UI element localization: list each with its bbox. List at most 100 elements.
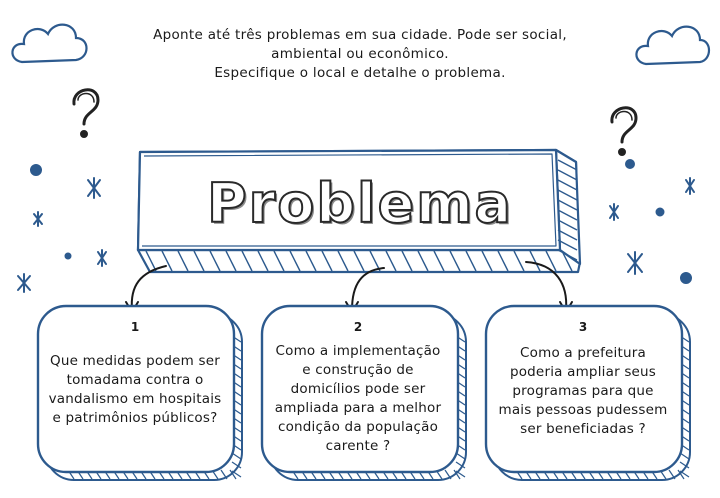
card-line: carente ? — [325, 438, 391, 454]
question-card — [260, 304, 467, 481]
card-number: 3 — [578, 320, 588, 334]
hatch-line — [305, 250, 317, 272]
card-text: Como a prefeitura poderia ampliar seus p… — [494, 344, 672, 439]
hatch-line — [273, 250, 285, 272]
hatch-line — [679, 461, 690, 469]
hatch-line — [401, 250, 413, 272]
question-card — [484, 304, 691, 481]
hatch-line — [529, 250, 541, 272]
hatch-line — [677, 469, 685, 480]
hatch-line — [225, 250, 237, 272]
card-line: Como a prefeitura — [520, 345, 646, 361]
hatch-line — [369, 250, 381, 272]
hatch-line — [433, 250, 445, 272]
star-icon — [609, 203, 619, 221]
hatch-line — [455, 470, 466, 478]
hatch-line — [561, 250, 573, 272]
card-number: 1 — [130, 320, 140, 334]
card-line: ampliada para a melhor — [274, 400, 442, 416]
card-face — [484, 304, 684, 474]
hatch-line — [557, 159, 578, 171]
hatch-line — [545, 250, 557, 272]
hatch-line — [231, 461, 242, 469]
dot-icon — [680, 272, 692, 284]
cloud-icon — [635, 25, 711, 66]
hatch-line — [193, 250, 205, 272]
question-card — [36, 304, 243, 481]
instructions-line: ambiental ou econômico. — [271, 46, 449, 62]
hatch-line — [557, 179, 578, 191]
star-icon — [685, 177, 695, 195]
hatch-line — [177, 250, 189, 272]
hatch-line — [321, 250, 333, 272]
hatch-line — [444, 469, 452, 480]
card-number: 2 — [353, 320, 363, 334]
card-line: ser beneficiadas ? — [520, 421, 646, 437]
cloud-icon — [11, 23, 88, 64]
hatch-line — [557, 249, 578, 261]
banner-box — [136, 148, 582, 274]
star-icon — [627, 251, 643, 275]
star-icon — [87, 177, 101, 199]
instructions-line: Especifique o local e detalhe o problema… — [214, 65, 506, 81]
hatch-line — [455, 461, 466, 469]
hatch-line — [513, 250, 525, 272]
hatch-line — [161, 250, 173, 272]
card-line: e patrimônios públicos? — [52, 410, 218, 426]
card-line: Que medidas podem ser — [50, 353, 220, 369]
hatch-line — [481, 250, 493, 272]
card-line: domicílios pode ser — [290, 381, 426, 397]
question-mark-icon — [610, 106, 638, 156]
hatch-line — [497, 250, 509, 272]
hatch-line — [557, 209, 578, 221]
hatch-line — [241, 250, 253, 272]
card-line: condição da população — [277, 419, 439, 435]
hatch-line — [557, 239, 578, 251]
card-text: Como a implementação e construção de dom… — [269, 342, 447, 456]
hatch-line — [679, 470, 690, 478]
hatch-line — [557, 189, 578, 201]
banner-title: Problema — [206, 171, 513, 236]
star-icon — [97, 249, 107, 267]
instructions: Aponte até três problemas em sua cidade.… — [120, 26, 600, 83]
hatch-line — [557, 219, 578, 231]
question-mark-icon — [72, 88, 100, 138]
hatch-line — [465, 250, 477, 272]
hatch-line — [145, 250, 157, 272]
dot-icon — [64, 252, 72, 260]
card-line: e construção de — [302, 362, 414, 378]
hatch-line — [257, 250, 269, 272]
hatch-line — [668, 469, 676, 480]
card-line: programas para que — [512, 383, 654, 399]
dot-icon — [625, 159, 635, 169]
instructions-line: Aponte até três problemas em sua cidade.… — [153, 27, 567, 43]
hatch-line — [229, 469, 237, 480]
hatch-line — [449, 250, 461, 272]
card-line: Como a implementação — [275, 343, 441, 359]
card-line: poderia ampliar seus — [509, 364, 657, 380]
hatch-line — [209, 250, 221, 272]
card-text: Que medidas podem ser tomadama contra o … — [46, 352, 224, 428]
card-line: vandalismo em hospitais — [48, 391, 222, 407]
hatch-line — [417, 250, 429, 272]
card-line: mais pessoas pudessem — [498, 402, 668, 418]
star-icon — [17, 273, 31, 293]
hatch-line — [385, 250, 397, 272]
hatch-line — [231, 470, 242, 478]
hatch-line — [220, 469, 228, 480]
hatch-line — [353, 250, 365, 272]
hatch-line — [289, 250, 301, 272]
hatch-line — [557, 229, 578, 241]
card-line: tomadama contra o — [66, 372, 204, 388]
card-face — [36, 304, 236, 474]
banner-hatching — [145, 159, 578, 272]
hatch-line — [453, 469, 461, 480]
hatch-line — [557, 169, 578, 181]
star-icon — [33, 211, 43, 227]
dot-icon — [655, 207, 665, 217]
hatch-line — [337, 250, 349, 272]
dot-icon — [30, 164, 42, 176]
card-face — [260, 304, 460, 474]
hatch-line — [557, 199, 578, 211]
